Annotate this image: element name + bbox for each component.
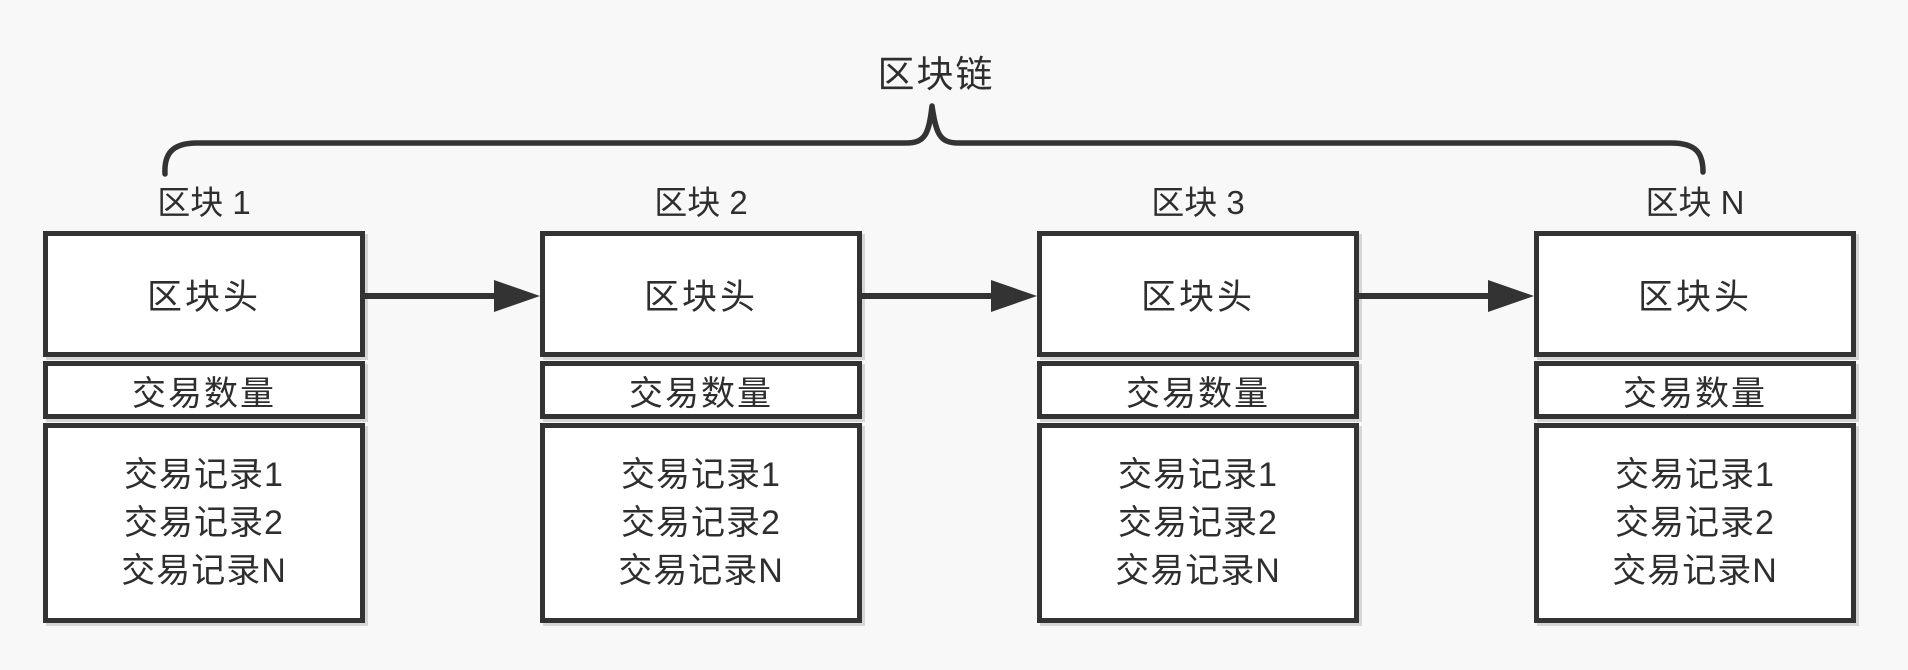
transaction-count-section: 交易数量	[43, 361, 365, 419]
block-header-label: 区块头	[1140, 277, 1255, 317]
transaction-record-line: 交易记录1	[1118, 456, 1278, 494]
block-n: 区块 N 区块头 交易数量 交易记录1 交易记录2 交易记录N	[1534, 184, 1856, 623]
curly-brace-path	[162, 103, 1706, 177]
transaction-count-label: 交易数量	[629, 374, 773, 413]
block-header-section: 区块头	[1037, 231, 1359, 357]
transaction-record-line: 交易记录2	[621, 504, 781, 542]
transaction-record-line: 交易记录2	[124, 504, 284, 542]
transaction-count-section: 交易数量	[540, 361, 862, 419]
transaction-record-line: 交易记录1	[621, 456, 781, 494]
arrow-connector-2	[862, 280, 1037, 312]
transaction-record-line: 交易记录N	[121, 552, 287, 590]
diagram-title: 区块链	[877, 54, 995, 95]
arrow-connector-3	[1359, 280, 1534, 312]
transaction-count-section: 交易数量	[1037, 361, 1359, 419]
arrow-head	[991, 280, 1037, 312]
arrow-connector-1	[365, 280, 540, 312]
transaction-records-section: 交易记录1 交易记录2 交易记录N	[540, 423, 862, 623]
transaction-record-line: 交易记录2	[1118, 504, 1278, 542]
transaction-record-line: 交易记录N	[1115, 552, 1281, 590]
block-header-section: 区块头	[540, 231, 862, 357]
block-label: 区块 3	[1151, 184, 1245, 221]
arrow-line	[365, 293, 500, 299]
transaction-count-section: 交易数量	[1534, 361, 1856, 419]
transaction-record-line: 交易记录1	[1615, 456, 1775, 494]
transaction-count-label: 交易数量	[1623, 374, 1767, 413]
arrow-head	[494, 280, 540, 312]
block-label: 区块 1	[157, 184, 251, 221]
transaction-count-label: 交易数量	[1126, 374, 1270, 413]
arrow-line	[862, 293, 997, 299]
block-header-label: 区块头	[146, 277, 261, 317]
transaction-record-line: 交易记录N	[1612, 552, 1778, 590]
transaction-record-line: 交易记录N	[618, 552, 784, 590]
block-header-label: 区块头	[1637, 277, 1752, 317]
block-header-section: 区块头	[1534, 231, 1856, 357]
transaction-count-label: 交易数量	[132, 374, 276, 413]
block-2: 区块 2 区块头 交易数量 交易记录1 交易记录2 交易记录N	[540, 184, 862, 623]
block-header-section: 区块头	[43, 231, 365, 357]
transaction-record-line: 交易记录2	[1615, 504, 1775, 542]
transaction-record-line: 交易记录1	[124, 456, 284, 494]
block-header-label: 区块头	[643, 277, 758, 317]
transaction-records-section: 交易记录1 交易记录2 交易记录N	[43, 423, 365, 623]
transaction-records-section: 交易记录1 交易记录2 交易记录N	[1037, 423, 1359, 623]
block-3: 区块 3 区块头 交易数量 交易记录1 交易记录2 交易记录N	[1037, 184, 1359, 623]
arrow-head	[1488, 280, 1534, 312]
transaction-records-section: 交易记录1 交易记录2 交易记录N	[1534, 423, 1856, 623]
block-label: 区块 N	[1645, 184, 1745, 221]
arrow-line	[1359, 293, 1494, 299]
block-1: 区块 1 区块头 交易数量 交易记录1 交易记录2 交易记录N	[43, 184, 365, 623]
block-label: 区块 2	[654, 184, 748, 221]
